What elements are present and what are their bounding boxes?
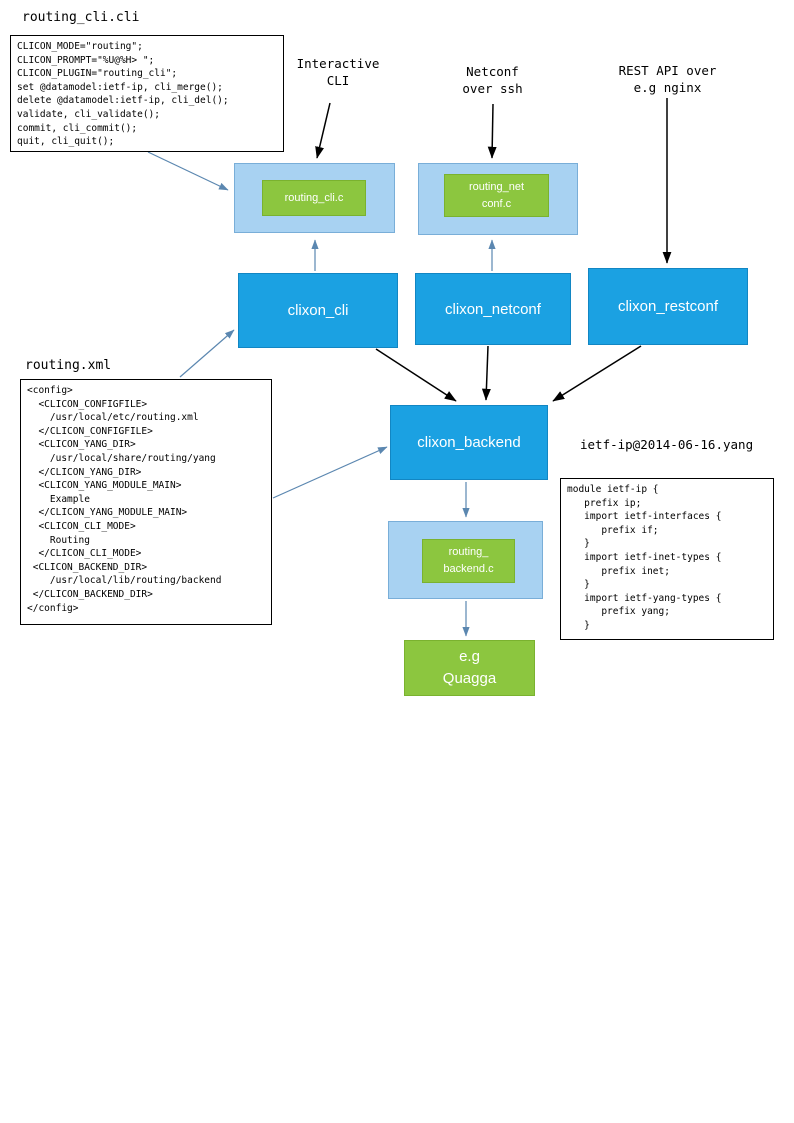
routing-cli-code-box: CLICON_MODE="routing"; CLICON_PROMPT="%U… (10, 35, 284, 152)
clixon-backend-node: clixon_backend (390, 405, 548, 480)
clixon-restconf-node: clixon_restconf (588, 268, 748, 345)
routing-backend-plugin-container: routing_ backend.c (388, 521, 543, 599)
arrow-clixon-netconf-to-backend (481, 345, 491, 401)
arrow-interactive-cli-to-routing-cli-c (315, 102, 331, 159)
arrow-clixon-restconf-to-backend (552, 345, 642, 402)
routing-backend-c-node: routing_ backend.c (422, 539, 515, 583)
quagga-node: e.g Quagga (404, 640, 535, 696)
routing-cli-file-label: routing_cli.cli (22, 10, 140, 25)
rest-api-label: REST API over e.g nginx (618, 63, 717, 95)
clixon-netconf-node: clixon_netconf (415, 273, 571, 345)
routing-netconf-plugin-container: routing_net conf.c (418, 163, 578, 235)
arrow-netconf-to-routing-netconf-c (487, 103, 497, 159)
arrow-clixon-cli-to-backend (375, 348, 457, 402)
interactive-cli-label: Interactive CLI (296, 56, 380, 88)
routing-cli-plugin-container: routing_cli.c (234, 163, 395, 233)
routing-netconf-c-node: routing_net conf.c (444, 174, 549, 217)
yang-code-box: module ietf-ip { prefix ip; import ietf-… (560, 478, 774, 640)
routing-xml-code-box: <config> <CLICON_CONFIGFILE> /usr/local/… (20, 379, 272, 625)
arrow-routing-xml-to-clixon-cli (179, 329, 235, 378)
yang-file-label: ietf-ip@2014-06-16.yang (580, 437, 754, 452)
clixon-cli-node: clixon_cli (238, 273, 398, 348)
arrow-routing-xml-to-backend (272, 446, 388, 499)
arrow-routing-cli-file-to-routing-cli-c (147, 151, 229, 191)
netconf-over-ssh-label: Netconf over ssh (462, 64, 523, 96)
routing-xml-file-label: routing.xml (25, 358, 112, 373)
routing-cli-c-node: routing_cli.c (262, 180, 366, 216)
